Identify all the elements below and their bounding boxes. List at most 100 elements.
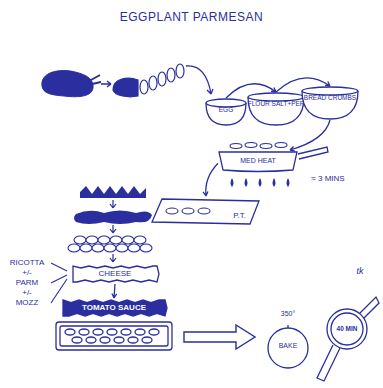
node-text: FLOUR SALT+PEP [248, 101, 304, 108]
bowl-node: FLOUR SALT+PEP [247, 92, 305, 126]
eggplant-body [42, 71, 93, 97]
bowl-rim [206, 99, 246, 107]
eggplant-slice [245, 143, 257, 148]
layer-arrow [110, 200, 116, 208]
eggplant-slice [140, 80, 148, 94]
eggplant-slice [149, 76, 157, 90]
eggplant-slice [121, 329, 131, 335]
bowl-outline [301, 86, 359, 120]
eggplant-slice [122, 236, 134, 244]
cheese-leader-lines [51, 263, 67, 303]
knob-node: 350° BAKE [262, 308, 314, 370]
burner-flames [231, 178, 290, 187]
node-text: P.T. [233, 212, 246, 220]
eggplant-slice [93, 329, 103, 335]
dish-inner [60, 326, 168, 346]
flame [231, 178, 234, 187]
sliced-eggplant [113, 64, 184, 97]
sauce-layer [74, 211, 152, 225]
eggplant-slice [149, 329, 159, 335]
flame [273, 178, 276, 187]
node-text: 40 MIN [337, 326, 358, 333]
timer-face [331, 313, 363, 345]
flame [259, 178, 262, 187]
node-text: EGG [219, 107, 233, 114]
pan-slices [230, 143, 287, 149]
flame [287, 178, 290, 187]
pan-body [219, 152, 297, 172]
eggplant-slice [176, 64, 184, 78]
bowl-outline [247, 92, 305, 126]
sauce-band [63, 300, 167, 316]
flow-arrow [112, 284, 117, 298]
pan-node: MED HEAT [218, 150, 298, 172]
towel-node: P.T. [150, 196, 262, 226]
eggplant-slice [128, 244, 140, 252]
layer-arrow [110, 254, 116, 262]
pan-handle [298, 147, 328, 159]
eggplant-slice [98, 236, 110, 244]
flow-arrow [203, 163, 218, 196]
node-text: CHEESE [99, 270, 132, 278]
node-text: 350° [281, 308, 295, 320]
layer-arrow [110, 225, 116, 233]
eggplant-slice-layer [68, 236, 152, 252]
bowl-node: BREAD CRUMBS [301, 86, 359, 120]
flow-arrow [290, 120, 330, 151]
eggplant-slice [166, 208, 178, 214]
eggplant-slice [80, 244, 92, 252]
oven-knob [268, 328, 308, 368]
flame [245, 178, 248, 187]
bowl-body [248, 97, 304, 125]
baking-dish [56, 322, 172, 350]
whole-eggplant [42, 71, 101, 97]
title: EGGPLANT PARMESAN [0, 10, 383, 24]
eggplant-slice [68, 244, 80, 252]
dish-outline [56, 322, 172, 350]
eggplant-slice [135, 329, 145, 335]
node-subtext: BAKE [279, 342, 298, 350]
eggplant-slice [116, 244, 128, 252]
eggplant-slice [74, 236, 86, 244]
eggplant-slice [100, 337, 110, 343]
cheese-options: RICOTTA +/- PARM +/- MOZZ [4, 258, 50, 308]
eggplant-slice [128, 337, 138, 343]
timer-strap [317, 297, 379, 381]
band-node: TOMATO SAUCE [60, 298, 168, 318]
eggplant-slice [198, 208, 210, 214]
eggplant-slice [158, 72, 166, 86]
node-text: BREAD CRUMBS [304, 95, 356, 102]
eggplant-slice [104, 244, 116, 252]
big-arrow [184, 325, 255, 349]
knob-outline [262, 308, 314, 370]
eggplant-slice [86, 337, 96, 343]
cheese-layer [73, 266, 159, 282]
to-egg-arrow [186, 66, 213, 94]
bowl-body [302, 91, 358, 119]
timer-case [327, 309, 367, 349]
eggplant-slice [92, 244, 104, 252]
time-note: ≈ 3 MINS [298, 174, 358, 183]
bowl-rim [302, 87, 358, 95]
eggplant-layer [80, 186, 146, 198]
node-text: TOMATO SAUCE [82, 304, 146, 312]
eggplant-slice [114, 337, 124, 343]
eggplant-slice [79, 329, 89, 335]
eggplant-slice [142, 337, 152, 343]
timer-node: 40 MIN [326, 308, 368, 350]
eggplant-slice [275, 143, 287, 148]
eggplant-slice [230, 144, 242, 149]
bowl-rim [248, 93, 304, 101]
eggplant-slice [167, 68, 175, 82]
eggplant-slice [110, 236, 122, 244]
eggplant-end [113, 78, 138, 97]
eggplant-slice [86, 236, 98, 244]
eggplant-stem [91, 75, 101, 84]
signature: tk [350, 266, 370, 276]
eggplant-slice [65, 329, 75, 335]
eggplant-slice [260, 144, 272, 149]
blob-node: CHEESE [70, 264, 160, 284]
node-text: MED HEAT [240, 157, 276, 164]
